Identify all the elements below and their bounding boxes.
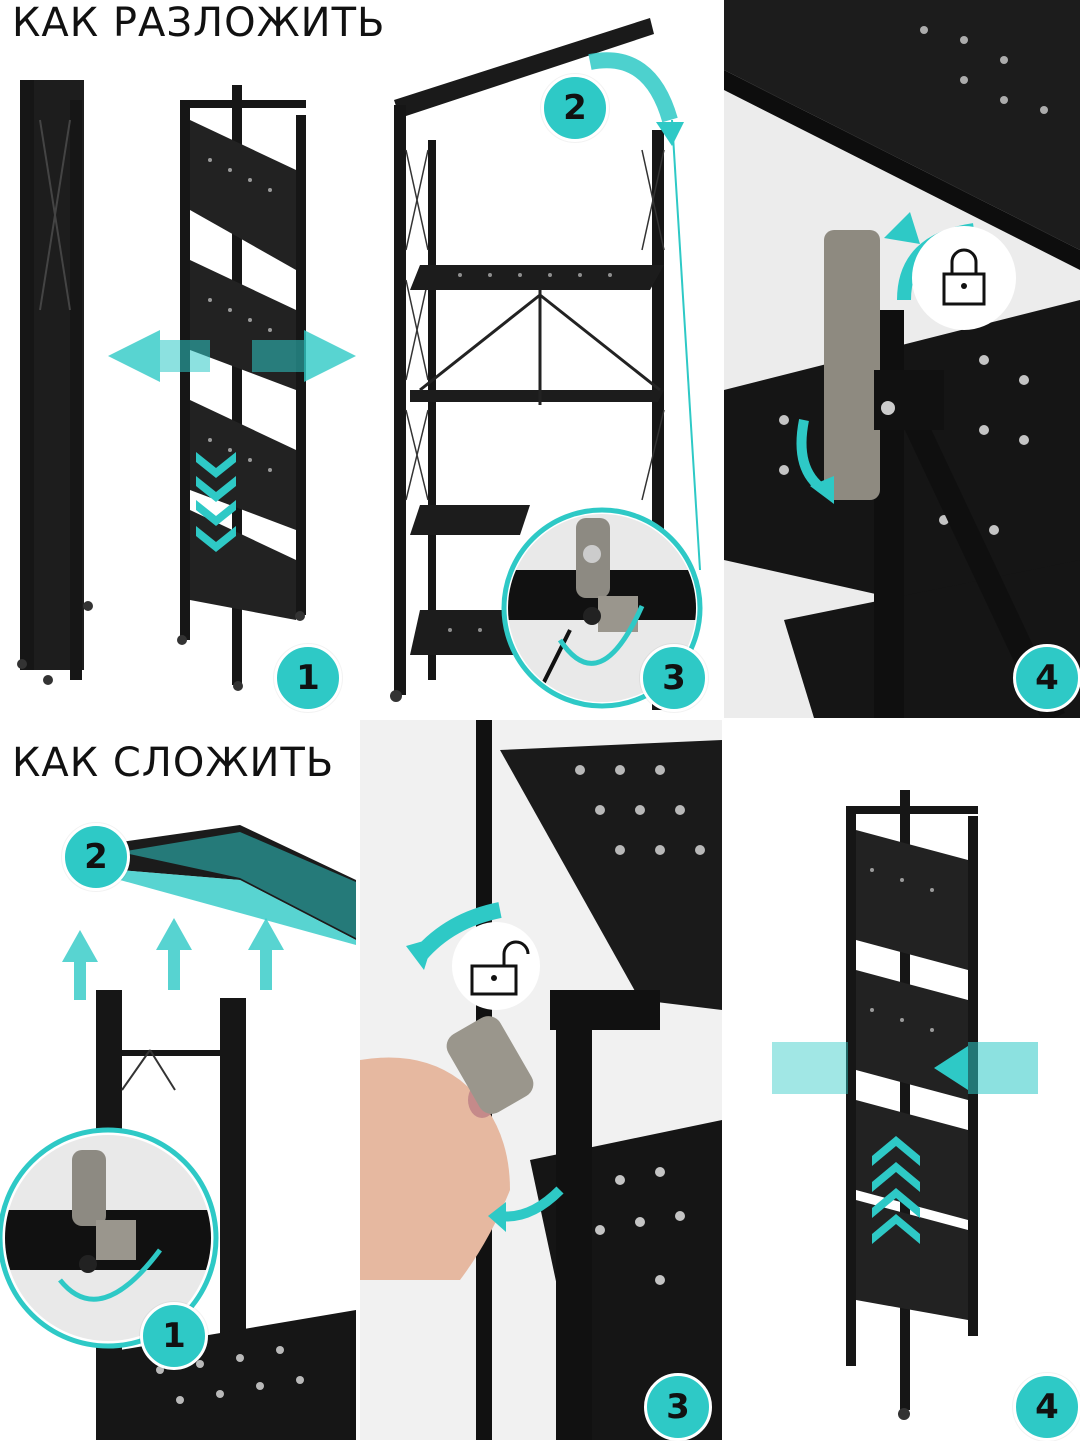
fold-step1-badge: 1	[140, 1302, 208, 1370]
unfold-step2-illustration	[390, 18, 703, 710]
fold-step3-panel	[360, 720, 722, 1440]
fold-step3-badge: 3	[644, 1373, 712, 1441]
fold-step4-badge: 4	[1013, 1373, 1080, 1441]
unfold-heading: КАК РАЗЛОЖИТЬ	[12, 0, 386, 46]
unfold-step1-illustration	[17, 80, 356, 691]
fold-step4-illustration	[772, 790, 1038, 1420]
unfold-step3-badge: 3	[640, 644, 708, 712]
fold-step2-badge: 2	[62, 823, 130, 891]
unfold-step4-badge: 4	[1013, 644, 1080, 712]
unfold-step2-badge: 2	[541, 74, 609, 142]
fold-step4-panel	[722, 720, 1080, 1440]
unfold-step2-panel	[380, 10, 725, 720]
fold-step3-illustration	[360, 720, 722, 1440]
unfold-step1-badge: 1	[274, 644, 342, 712]
unfold-step1-panel	[0, 60, 370, 720]
unlock-icon	[470, 940, 530, 996]
lock-icon	[942, 248, 986, 306]
unfold-step4-illustration	[724, 0, 1080, 718]
fold-heading: КАК СЛОЖИТЬ	[12, 740, 335, 786]
unfold-step4-panel	[724, 0, 1080, 718]
